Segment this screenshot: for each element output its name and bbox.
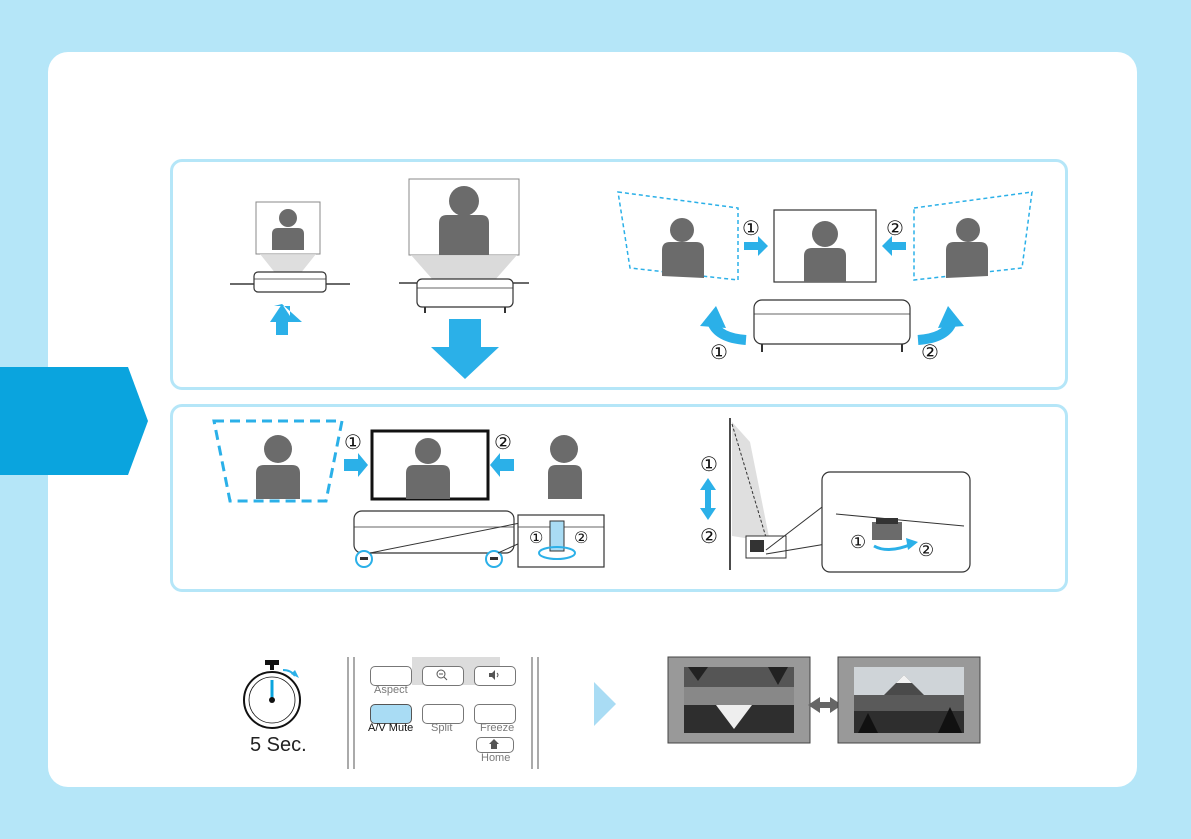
- home-icon: [489, 739, 499, 749]
- step-label-1: ①: [850, 532, 866, 553]
- step-label-1: ①: [529, 528, 543, 548]
- step-label-2: ②: [494, 430, 512, 455]
- illustration-horizontal-rotate: [612, 180, 1052, 380]
- step-label-2: ②: [574, 528, 588, 548]
- section-tab-arrow: [0, 367, 148, 475]
- step-label-1: ①: [742, 216, 760, 241]
- freeze-label: Freeze: [480, 722, 514, 734]
- step-label-1: ①: [710, 340, 728, 365]
- home-label: Home: [481, 752, 510, 764]
- stopwatch-icon: [243, 656, 313, 732]
- av-mute-label: A/V Mute: [368, 722, 413, 734]
- aspect-label: Aspect: [374, 684, 408, 696]
- step-label-1: ①: [344, 430, 362, 455]
- illustration-foot-keystone: [210, 415, 630, 585]
- timer-label: 5 Sec.: [250, 734, 307, 757]
- step-label-2: ②: [700, 524, 718, 549]
- split-button[interactable]: [422, 704, 464, 724]
- zoom-out-icon: [436, 669, 448, 681]
- freeze-button[interactable]: [474, 704, 516, 724]
- step-label-1: ①: [700, 452, 718, 477]
- split-label: Split: [431, 722, 452, 734]
- step-label-2: ②: [921, 340, 939, 365]
- volume-icon: [488, 669, 500, 681]
- illustration-move-farther: [395, 175, 595, 385]
- step-label-2: ②: [918, 540, 934, 561]
- step-label-2: ②: [886, 216, 904, 241]
- next-arrow: [594, 682, 618, 726]
- image-flip-comparison: [668, 657, 988, 747]
- av-mute-button[interactable]: [370, 704, 412, 724]
- illustration-move-closer: [220, 180, 420, 380]
- aspect-button[interactable]: [370, 666, 412, 686]
